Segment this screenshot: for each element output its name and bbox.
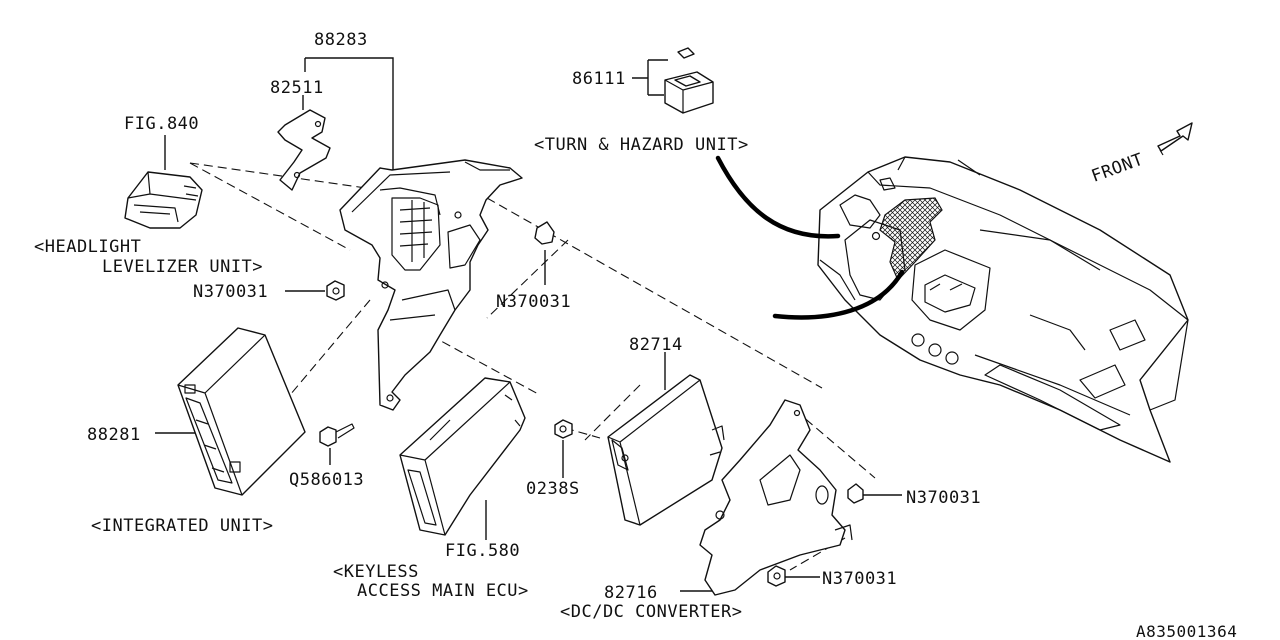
locator-curve-hazard xyxy=(715,155,841,239)
label-integrated-unit: <INTEGRATED UNIT> xyxy=(91,516,274,536)
labels: 88283 82511 86111 FIG.840 <TURN & HAZARD… xyxy=(34,30,1237,640)
front-arrow-icon xyxy=(1157,122,1193,156)
label-diagram-id: A835001364 xyxy=(1136,622,1237,640)
bracket-82511 xyxy=(277,109,331,191)
nut-n370031-left xyxy=(326,280,345,301)
nut-n370031-right xyxy=(847,483,864,504)
keyless-access-main-ecu xyxy=(399,377,526,536)
main-bracket-88283 xyxy=(339,159,523,411)
label-88283: 88283 xyxy=(314,30,368,50)
bracket-82716 xyxy=(699,399,853,596)
label-front: FRONT xyxy=(1089,150,1146,187)
nut-n370031-middle xyxy=(534,221,555,245)
nut-n370031-bottom xyxy=(767,565,786,587)
label-dcdc-converter: <DC/DC CONVERTER> xyxy=(560,602,743,622)
label-headlight-line1: <HEADLIGHT xyxy=(34,237,141,257)
headlight-levelizer-unit xyxy=(124,171,203,229)
label-86111: 86111 xyxy=(572,69,626,89)
bolt-q586013 xyxy=(319,423,355,447)
label-q586013: Q586013 xyxy=(289,470,364,490)
label-0238s: 0238S xyxy=(526,479,580,499)
hazard-unit-location-patch xyxy=(879,197,943,282)
label-n370031-bottom: N370031 xyxy=(822,569,897,589)
label-n370031-left: N370031 xyxy=(193,282,268,302)
label-n370031-right: N370031 xyxy=(906,488,981,508)
nut-0238s xyxy=(554,419,573,439)
label-82714: 82714 xyxy=(629,335,683,355)
label-headlight-line2: LEVELIZER UNIT> xyxy=(102,257,263,277)
turn-hazard-relay xyxy=(664,47,714,114)
label-keyless-line2: ACCESS MAIN ECU> xyxy=(357,581,529,601)
locator-curve-dcdc xyxy=(772,269,905,320)
label-88281: 88281 xyxy=(87,425,141,445)
label-82511: 82511 xyxy=(270,78,324,98)
label-keyless-line1: <KEYLESS xyxy=(333,562,419,582)
integrated-unit-88281 xyxy=(177,327,306,496)
dcdc-converter-82714 xyxy=(607,374,725,526)
label-turn-hazard-unit: <TURN & HAZARD UNIT> xyxy=(534,135,749,155)
label-n370031-middle: N370031 xyxy=(496,292,571,312)
label-fig840: FIG.840 xyxy=(124,114,199,134)
label-82716: 82716 xyxy=(604,583,658,603)
dashboard-overview xyxy=(817,156,1189,463)
label-fig580: FIG.580 xyxy=(445,541,520,561)
